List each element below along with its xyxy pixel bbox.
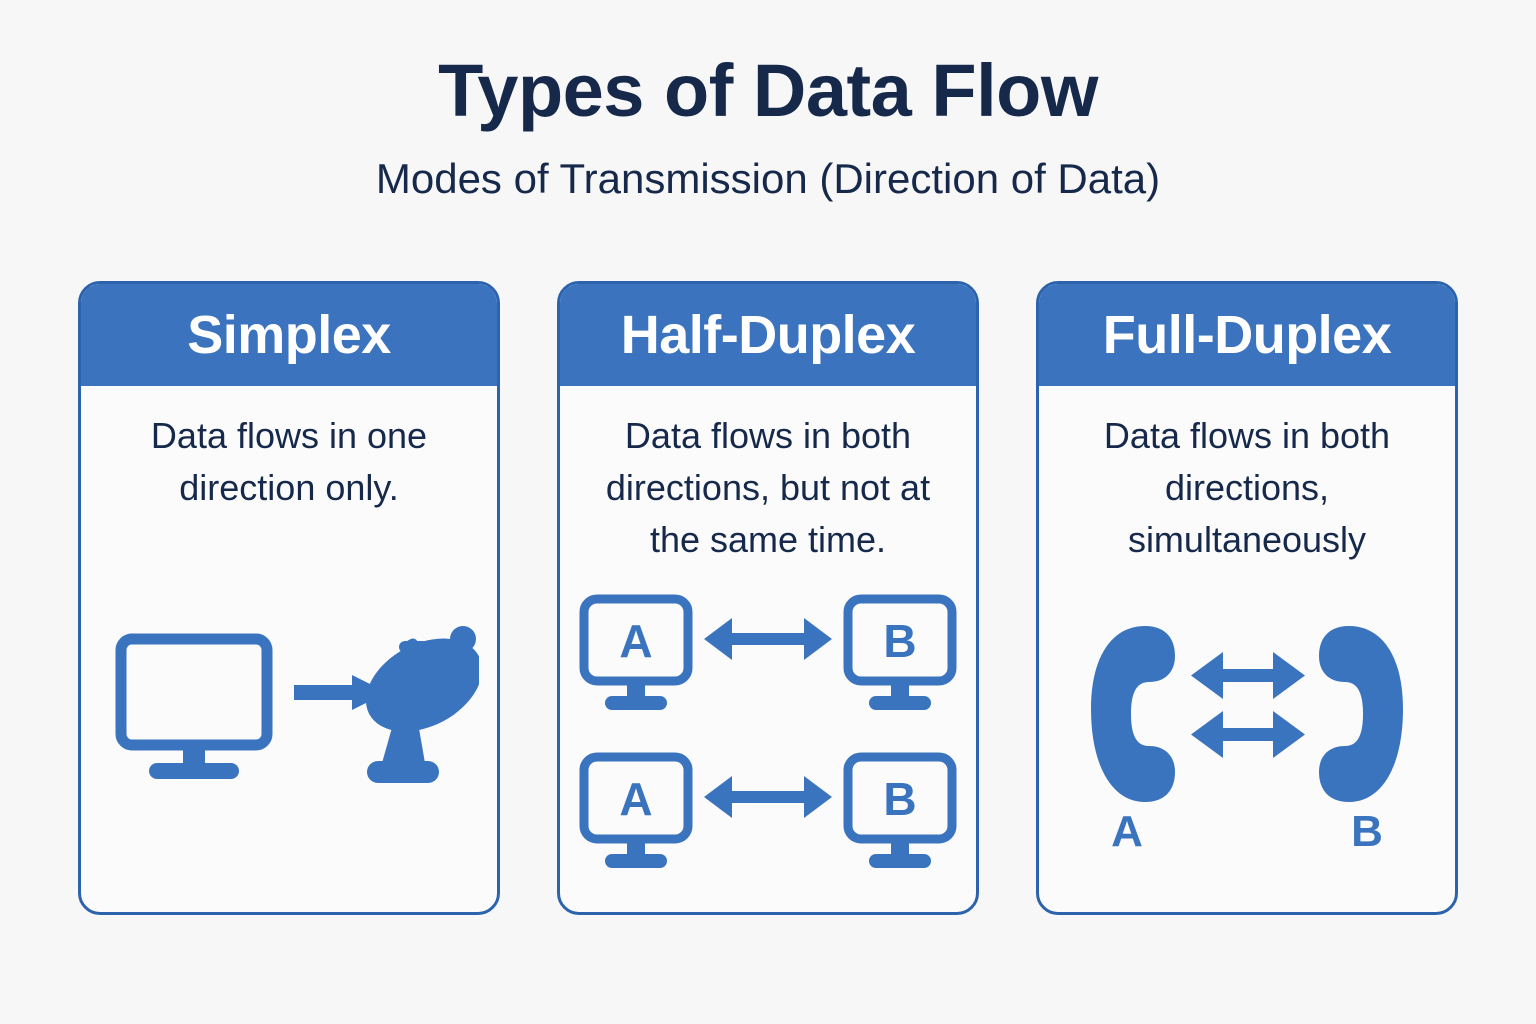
monitor-a-icon: A — [579, 594, 693, 710]
half-duplex-row-1: A B — [579, 594, 957, 710]
bidirectional-arrow-icon — [704, 617, 832, 660]
bidirectional-arrow-icon — [704, 775, 832, 818]
cards-row: Simplex Data flows in one direction only… — [78, 281, 1458, 917]
half-duplex-diagram: A B — [579, 594, 957, 868]
monitor-b-icon: B — [843, 752, 957, 868]
satellite-dish-icon — [365, 625, 479, 783]
card-half-duplex[interactable]: Half-Duplex Data flows in both direction… — [557, 281, 979, 915]
half-duplex-row-2: A B — [579, 752, 957, 868]
monitor-a-label: A — [619, 615, 652, 667]
card-half-duplex-description: Data flows in both directions, but not a… — [605, 415, 931, 560]
card-half-duplex-header: Half-Duplex — [560, 284, 976, 386]
card-half-duplex-title: Half-Duplex — [620, 305, 916, 365]
card-simplex[interactable]: Simplex Data flows in one direction only… — [78, 281, 500, 915]
bidirectional-arrow-bottom-icon — [1191, 710, 1305, 758]
phone-left-label: A — [1111, 807, 1143, 854]
card-full-duplex[interactable]: Full-Duplex Data flows in both direction… — [1036, 281, 1458, 915]
page-title: Types of Data Flow — [438, 49, 1098, 132]
monitor-b-label: B — [883, 773, 916, 825]
monitor-b-label: B — [883, 615, 916, 667]
card-simplex-body: Data flows in one direction only. — [81, 386, 497, 912]
page-header: Types of Data Flow Modes of Transmission… — [0, 54, 1536, 200]
card-full-duplex-header: Full-Duplex — [1039, 284, 1455, 386]
phone-handset-left-icon — [1091, 625, 1175, 802]
bidirectional-arrow-top-icon — [1191, 651, 1305, 699]
phone-right-label: B — [1351, 807, 1383, 854]
card-simplex-header: Simplex — [81, 284, 497, 386]
half-duplex-figure: A B — [560, 561, 976, 912]
page-subtitle: Modes of Transmission (Direction of Data… — [375, 155, 1161, 202]
full-duplex-diagram: A B — [1091, 625, 1403, 854]
card-full-duplex-description: Data flows in both directions, simultane… — [1103, 415, 1391, 560]
monitor-stand — [149, 744, 239, 779]
monitor-a-icon: A — [579, 752, 693, 868]
simplex-diagram — [115, 625, 479, 783]
phone-handset-right-icon — [1319, 625, 1403, 802]
simplex-figure — [81, 504, 497, 912]
card-full-duplex-title: Full-Duplex — [1102, 305, 1392, 365]
monitor-icon — [115, 633, 273, 751]
card-simplex-title: Simplex — [187, 305, 391, 365]
full-duplex-figure: A B — [1039, 555, 1455, 912]
card-half-duplex-body: Data flows in both directions, but not a… — [560, 386, 976, 912]
monitor-b-icon: B — [843, 594, 957, 710]
card-simplex-description: Data flows in one direction only. — [150, 415, 428, 508]
card-full-duplex-body: Data flows in both directions, simultane… — [1039, 386, 1455, 912]
monitor-a-label: A — [619, 773, 652, 825]
